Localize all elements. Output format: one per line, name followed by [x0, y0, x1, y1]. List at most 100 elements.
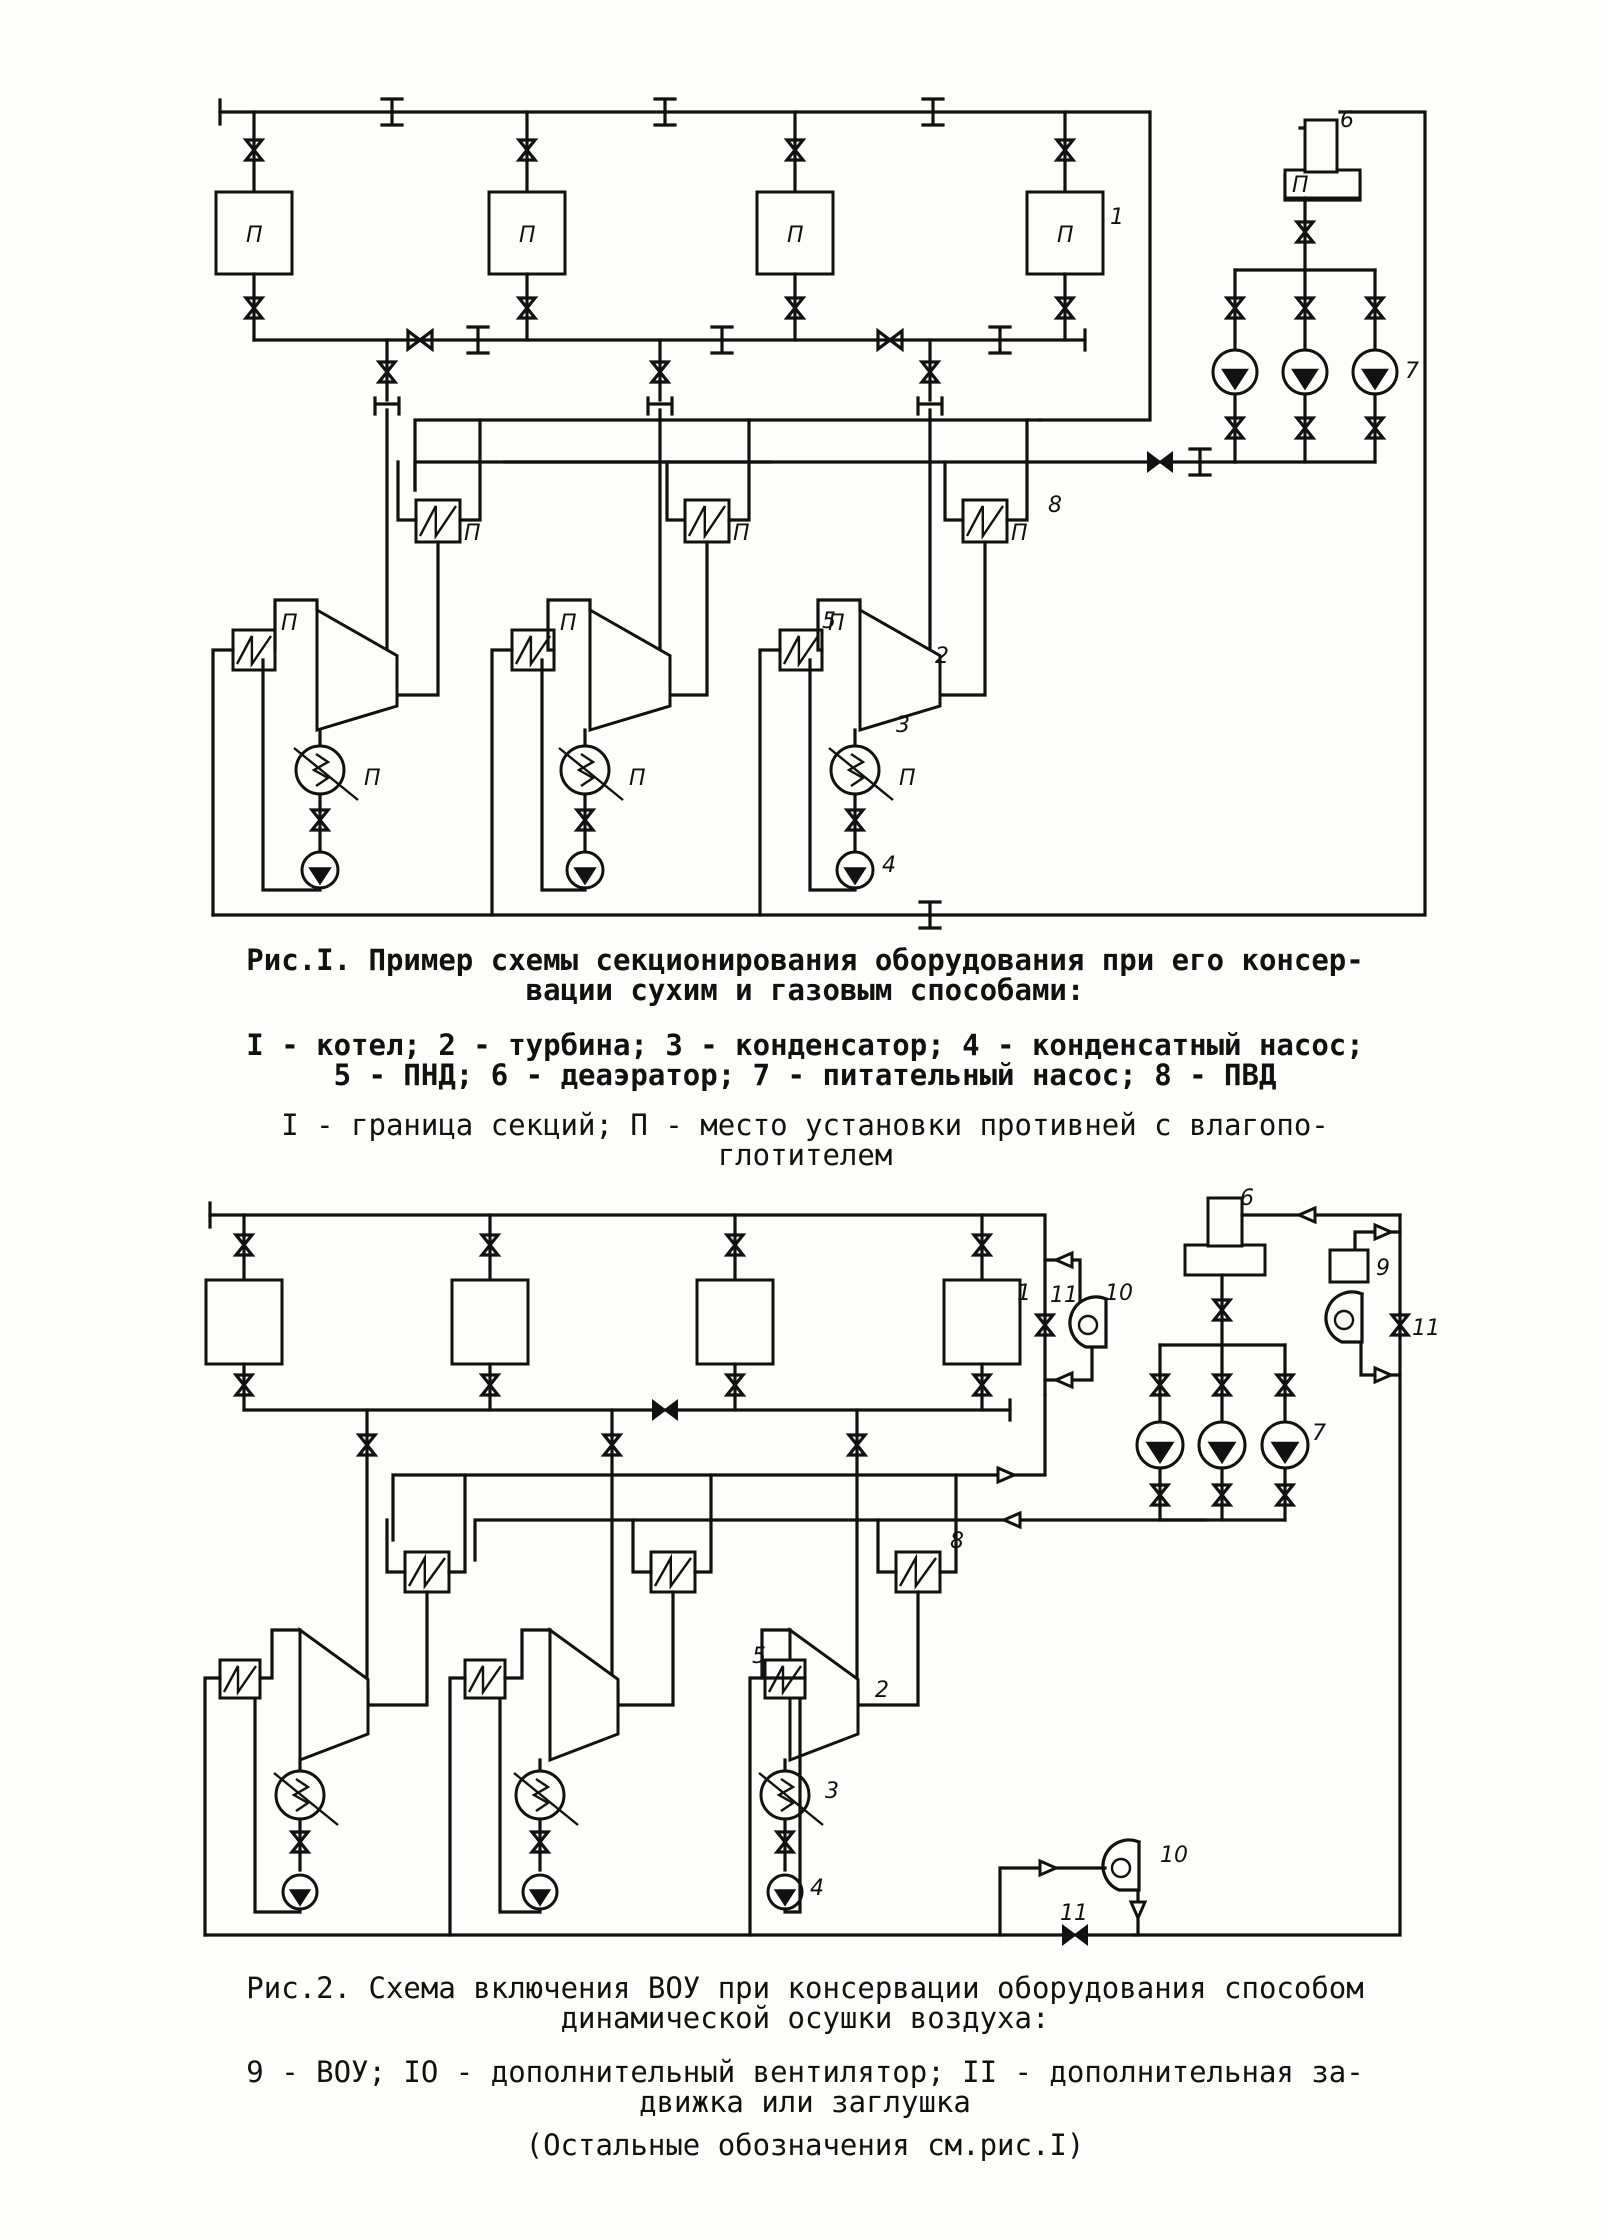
valve-icon [1293, 416, 1317, 440]
pipe-line [693, 1473, 713, 1574]
heater-coil-icon [514, 635, 551, 668]
figure-2-legend-line-1: 9 - ВОУ; IO - дополнительный вентилятор;… [246, 2055, 1364, 2089]
pump-impeller-icon [573, 867, 597, 886]
pipe-line [503, 1628, 552, 1680]
boiler-p-label: П [519, 223, 536, 248]
condenser-slash [558, 747, 624, 801]
lp-heater-number-label: 5 [822, 609, 836, 634]
heater-coil-icon [653, 1553, 692, 1590]
figure-1-caption: Рис.I. Пример схемы секционирования обор… [160, 945, 1450, 1005]
pump-impeller-icon [843, 867, 867, 886]
pump-impeller-icon [1221, 368, 1249, 391]
pump-impeller-icon [288, 1889, 312, 1907]
boiler-icon [1025, 190, 1105, 276]
valve-icon [1293, 220, 1317, 244]
valve-icon [232, 1233, 256, 1257]
pipe-line [448, 1676, 467, 1937]
valve-icon [783, 296, 807, 320]
pipe-line [490, 648, 514, 917]
deaerator-dome-icon [1206, 1196, 1244, 1248]
condenser-p-label: П [629, 766, 646, 791]
fan-icon [1068, 1295, 1109, 1349]
condenser-coil-icon [311, 753, 331, 787]
fan-hub-icon [1110, 1857, 1132, 1879]
heater-icon [649, 1550, 697, 1594]
condenser-slash [273, 1772, 339, 1826]
pipe-line [758, 648, 782, 917]
heater-coil-icon [418, 505, 457, 540]
pump-impeller-icon [1361, 368, 1389, 391]
pipe-line [413, 418, 1042, 492]
valve-icon [1033, 1313, 1057, 1337]
boiler-icon [487, 190, 567, 276]
flow-arrow-icon [1038, 1858, 1060, 1878]
heater-icon [218, 1658, 262, 1700]
heater-coil-icon [222, 1665, 257, 1696]
flow-arrow-icon [1295, 1205, 1317, 1225]
valve-icon [242, 138, 266, 162]
valve-icon [1363, 296, 1387, 320]
condenser-coil-icon [291, 1778, 311, 1812]
valve-icon [242, 296, 266, 320]
fan-hub-icon [1333, 1309, 1355, 1331]
figure-1-legend-line-1: I - котел; 2 - турбина; 3 - конденсатор;… [246, 1028, 1364, 1062]
cond-pump-number-label: 4 [882, 853, 896, 878]
valve-icon [515, 138, 539, 162]
hp-heater-p-label: П [464, 521, 481, 546]
section-boundary-icon [988, 325, 1012, 355]
pipe-line [616, 1590, 675, 1707]
boiler-icon [204, 1278, 284, 1366]
pipe-line [546, 598, 592, 652]
valve-icon [1147, 451, 1173, 473]
condenser-p-label: П [364, 766, 381, 791]
valve-icon [652, 1399, 678, 1421]
heater-icon [778, 628, 824, 672]
deaerator-icon [1183, 1243, 1267, 1277]
blind-plug-icon [916, 396, 944, 416]
condenser-coil-icon [776, 1778, 796, 1812]
air-dryer-number-label: 9 [1376, 1256, 1390, 1281]
section-boundary-icon [380, 97, 404, 127]
valve-icon [1053, 296, 1077, 320]
valve-icon [876, 327, 904, 353]
pipe-line [998, 1866, 1107, 1937]
hp-heater-number-label: 8 [950, 1529, 964, 1554]
lp-heater-p-label: П [828, 611, 845, 636]
valve-icon [478, 1373, 502, 1397]
figure-2-caption-line-2: динамической осушки воздуха: [560, 2001, 1050, 2035]
flow-arrow-icon [996, 1465, 1018, 1485]
valve-icon [648, 360, 672, 384]
heater-icon [683, 498, 731, 544]
figure-2-legend-line-2: движка или заглушка [639, 2085, 971, 2119]
pipe-line [385, 1518, 407, 1574]
figure-2-caption: Рис.2. Схема включения ВОУ при консервац… [160, 1973, 1450, 2033]
feed-pump-number-label: 7 [1405, 359, 1419, 384]
condenser-number-label: 3 [896, 713, 910, 738]
pump-impeller-icon [1291, 368, 1319, 391]
boiler-number-label: 1 [1110, 205, 1124, 230]
boiler-icon [450, 1278, 530, 1366]
valve-icon [1223, 296, 1247, 320]
pipe-line [273, 598, 319, 652]
flow-arrow-icon [1128, 1900, 1148, 1922]
hp-heater-p-label: П [733, 521, 750, 546]
valve-icon [1148, 1373, 1172, 1397]
heater-icon [961, 498, 1009, 544]
figure-2-caption-line-1: Рис.2. Схема включения ВОУ при консервац… [246, 1971, 1364, 2005]
figure-2-note-line-1: (Остальные обозначения см.рис.I) [525, 2128, 1085, 2162]
figure-1-note-line-1: I - граница секций; П - место установки … [281, 1108, 1329, 1142]
turbine-icon [548, 1627, 620, 1763]
flow-arrow-icon [1052, 1250, 1074, 1270]
figure-2-note: (Остальные обозначения см.рис.I) [160, 2130, 1450, 2160]
pipe-line [211, 110, 1427, 917]
condenser-slash [758, 1772, 824, 1826]
valve-icon [308, 808, 332, 832]
feed-pump-number-label: 7 [1312, 1421, 1326, 1446]
condenser-number-label: 3 [825, 1779, 839, 1804]
pipe-line [727, 418, 751, 522]
figure-1-caption-line-2: вации сухим и газовым способами: [525, 973, 1085, 1007]
gate-number-label: 11 [1050, 1283, 1078, 1308]
valve-icon [1148, 1483, 1172, 1507]
